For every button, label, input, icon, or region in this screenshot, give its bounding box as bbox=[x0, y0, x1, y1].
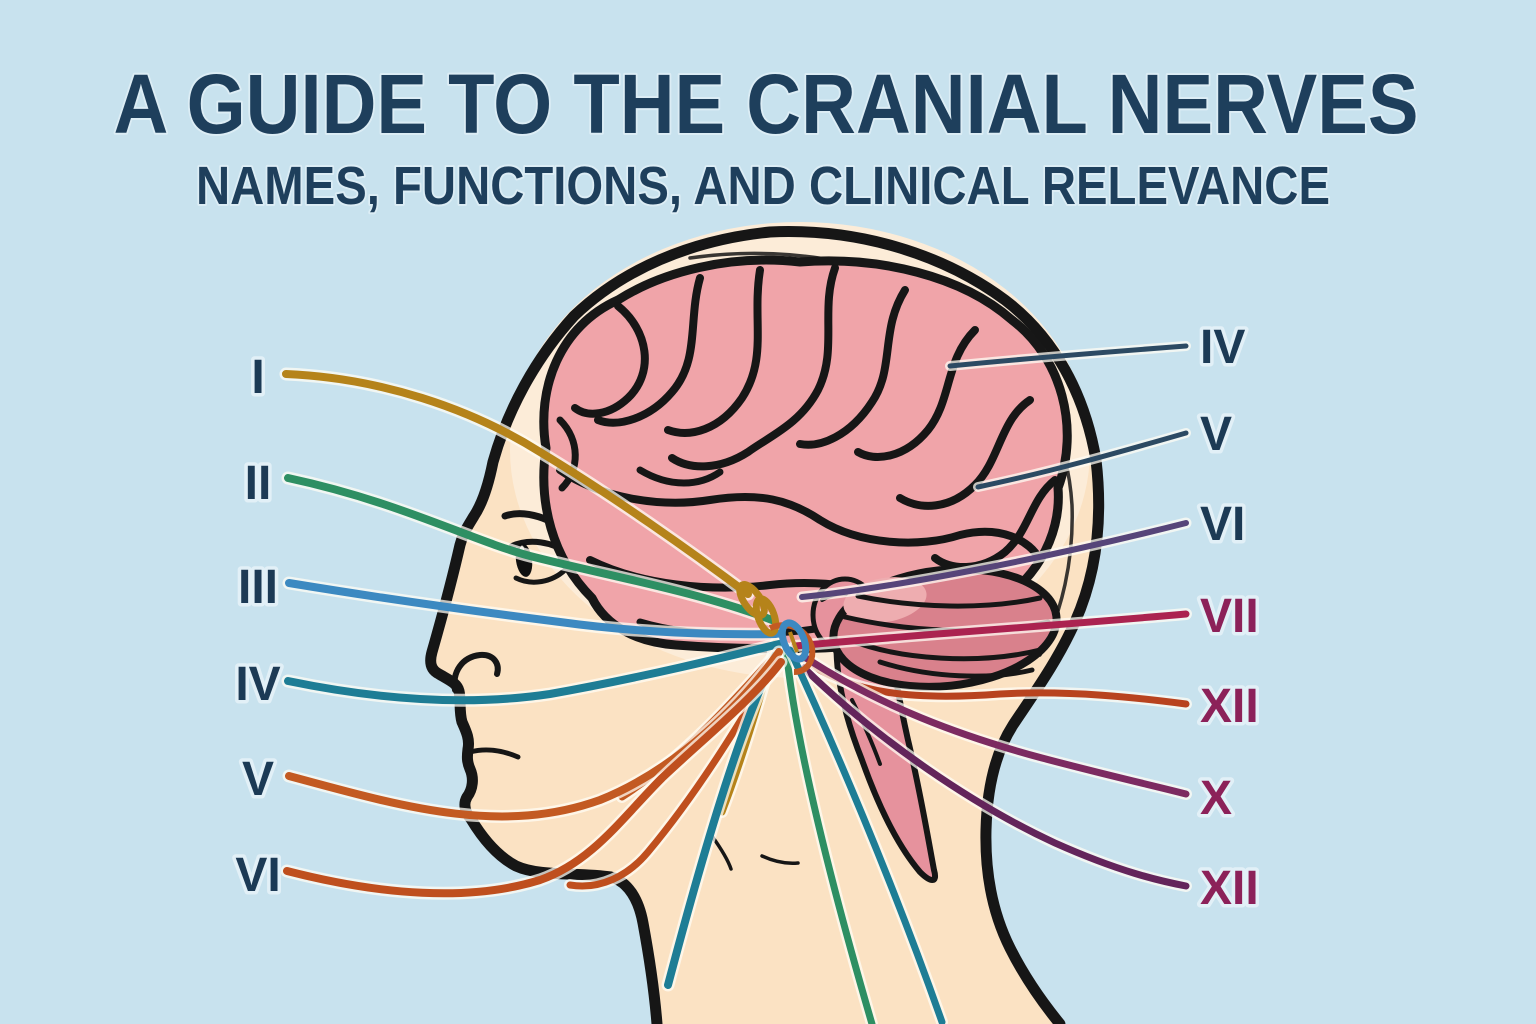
right-labels: IV V VI VII XII X XII bbox=[1197, 318, 1263, 919]
right-label-XII-upper: XII bbox=[1200, 680, 1259, 733]
nerve-line-left-II bbox=[284, 474, 776, 624]
cerebellum-stripe bbox=[877, 659, 1035, 679]
gyrus-line bbox=[668, 264, 839, 471]
nerve-line-left-III bbox=[285, 579, 783, 639]
nerve-line-right-VII bbox=[791, 610, 1190, 650]
nostril bbox=[451, 651, 501, 693]
gyrus-line bbox=[594, 274, 704, 427]
nerve-line-left-IV bbox=[284, 640, 783, 705]
nerve-line-right-X bbox=[802, 654, 1190, 798]
nerve-lines bbox=[279, 341, 1192, 1024]
nerve-line-left-I bbox=[282, 370, 752, 598]
gyrus-line bbox=[796, 286, 909, 449]
right-label-X: X bbox=[1200, 772, 1232, 825]
gyrus-line bbox=[636, 466, 724, 487]
left-label-I: I bbox=[251, 351, 264, 404]
nerve-plexus bbox=[736, 581, 816, 675]
gyrus-line bbox=[571, 302, 649, 418]
gyrus-line-sylvian bbox=[556, 466, 1044, 564]
fan-line-teal-neck bbox=[786, 646, 946, 1024]
cerebellum-stripe bbox=[847, 637, 1043, 662]
nerve-line-right-V bbox=[975, 430, 1189, 490]
fan-line-green-neck bbox=[782, 644, 876, 1024]
mouth-line bbox=[467, 747, 521, 760]
nerve-line-right-VI bbox=[799, 520, 1189, 600]
page-title: A GUIDE TO THE CRANIAL NERVES bbox=[114, 57, 1419, 151]
nerve-line-right-XII-lower bbox=[800, 664, 1190, 890]
neck-crease-2 bbox=[760, 854, 800, 865]
left-label-III: III bbox=[238, 561, 278, 614]
left-label-V: V bbox=[242, 753, 274, 806]
right-label-VII: VII bbox=[1200, 590, 1259, 643]
right-label-IV: IV bbox=[1200, 321, 1245, 374]
left-label-II: II bbox=[245, 457, 272, 510]
gyrus-line bbox=[556, 416, 579, 492]
left-label-IV: IV bbox=[235, 658, 280, 711]
right-label-V: V bbox=[1200, 408, 1232, 461]
eye-lower-lid bbox=[513, 567, 568, 585]
plexus-gold-loop-1 bbox=[736, 581, 768, 619]
plexus-gold-slit bbox=[788, 631, 799, 653]
nerve-line-right-IV bbox=[947, 343, 1189, 369]
cerebellum-stripe bbox=[855, 593, 1043, 609]
right-label-VI: VI bbox=[1200, 498, 1245, 551]
nerve-labels: I II III IV V VI IV V VI VII XII X XII bbox=[232, 318, 1263, 919]
nerve-line-left-VI bbox=[283, 658, 785, 898]
plexus-gold-loop-2 bbox=[752, 595, 780, 637]
right-label-XII-lower: XII bbox=[1200, 862, 1259, 915]
page-subtitle: NAMES, FUNCTIONS, AND CLINICAL RELEVANCE bbox=[196, 156, 1330, 216]
left-label-VI: VI bbox=[235, 849, 280, 902]
plexus-blue-loop bbox=[778, 619, 810, 663]
left-labels: I II III IV V VI bbox=[232, 348, 284, 906]
gyrus-line bbox=[664, 266, 764, 437]
gyrus-line bbox=[854, 326, 979, 461]
